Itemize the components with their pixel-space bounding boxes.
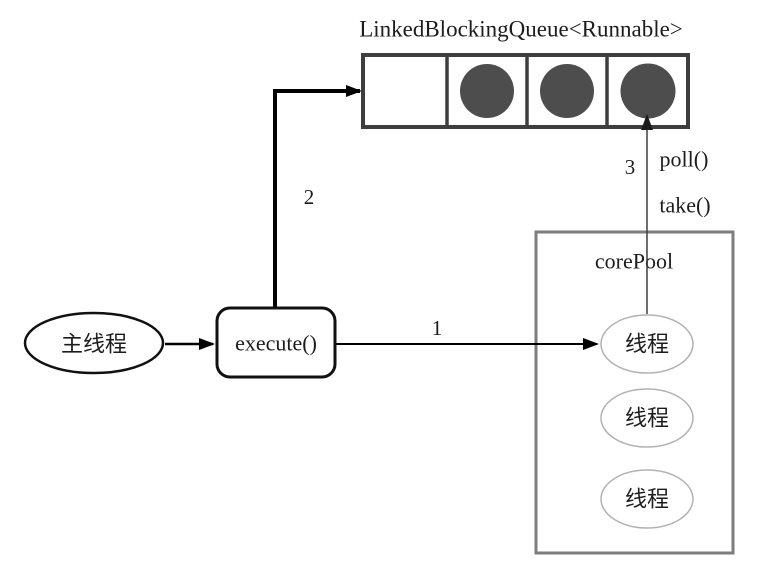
task-circle (540, 64, 594, 118)
task-circle (620, 63, 676, 119)
core-pool-label: corePool (595, 249, 673, 274)
arrow-step2 (273, 85, 362, 310)
step1-label: 1 (432, 316, 443, 340)
thread-ellipse (600, 469, 694, 529)
thread-label: 线程 (625, 406, 669, 431)
blocking-queue (361, 53, 690, 129)
execute-label: execute() (235, 331, 317, 356)
thread-ellipse (600, 388, 694, 448)
poll-label: poll() (660, 147, 709, 172)
thread-ellipse (600, 314, 694, 374)
queue-title: LinkedBlockingQueue<Runnable> (359, 17, 683, 42)
main-thread-label: 主线程 (61, 332, 127, 357)
main-thread-ellipse (23, 311, 165, 375)
execute-box (215, 306, 337, 379)
core-pool: corePool 线程 线程 线程 (534, 230, 735, 555)
take-label: take() (659, 193, 710, 218)
task-circle (460, 64, 514, 118)
step2-label: 2 (304, 185, 315, 209)
thread-label: 线程 (625, 487, 669, 512)
step3-label: 3 (625, 155, 636, 179)
thread-label: 线程 (625, 332, 669, 357)
